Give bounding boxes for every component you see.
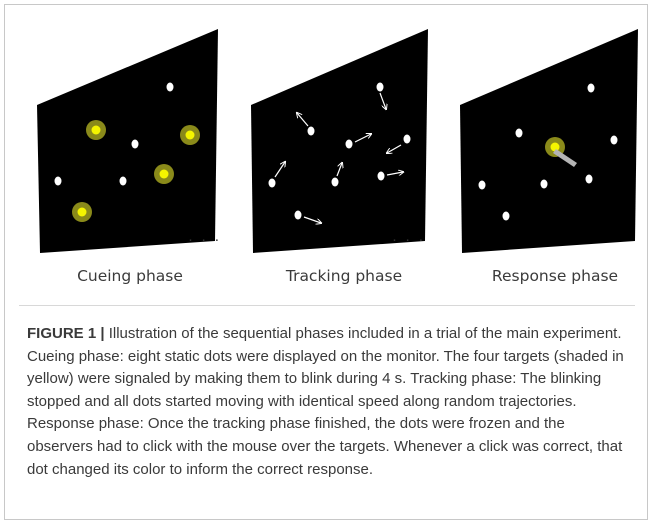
caption-text: Illustration of the sequential phases in… <box>27 325 624 478</box>
response-phase-screen <box>460 29 638 253</box>
frozen-dot <box>587 83 595 93</box>
mouse-cursor-icon <box>553 149 577 167</box>
tracking-ellipsis: · · · <box>392 231 426 248</box>
tracking-screen-surface <box>251 29 428 253</box>
moving-dot <box>345 139 353 149</box>
target-dot <box>77 207 87 217</box>
figure-label: FIGURE 1 | <box>27 325 105 342</box>
caption-divider <box>19 305 635 306</box>
motion-arrow <box>297 113 309 127</box>
moving-dot <box>294 210 302 220</box>
motion-arrow <box>386 172 403 175</box>
motion-arrow <box>303 216 321 223</box>
motion-arrow <box>274 162 285 178</box>
moving-dot <box>376 82 384 92</box>
distractor-dot <box>166 82 174 92</box>
frozen-dot <box>515 128 523 138</box>
distractor-dot <box>54 176 62 186</box>
frozen-dot <box>585 174 593 184</box>
figure-caption: FIGURE 1 | Illustration of the sequentia… <box>27 323 633 481</box>
frozen-dot <box>478 180 486 190</box>
motion-arrow <box>387 144 402 153</box>
target-dot <box>91 125 101 135</box>
clicked-target-dot <box>550 142 560 152</box>
tracking-phase-label: Tracking phase <box>285 267 403 285</box>
response-phase-label: Response phase <box>491 267 619 285</box>
frozen-dot <box>610 135 618 145</box>
moving-dot <box>403 134 411 144</box>
frozen-dot <box>502 211 510 221</box>
tracking-phase-screen <box>251 29 428 253</box>
moving-dot <box>377 171 385 181</box>
moving-dot <box>268 178 276 188</box>
frozen-dot <box>540 179 548 189</box>
moving-dot <box>307 126 315 136</box>
motion-arrow <box>379 92 386 109</box>
distractor-dot <box>119 176 127 186</box>
target-dot <box>185 130 195 140</box>
cueing-phase-screen <box>37 29 218 253</box>
motion-arrow <box>354 134 371 143</box>
cueing-ellipsis: · · · <box>188 231 222 248</box>
motion-arrow <box>336 163 342 177</box>
moving-dot <box>331 177 339 187</box>
figure-frame: · · · Cueing phase <box>4 4 648 520</box>
distractor-dot <box>131 139 139 149</box>
figure-panels: · · · Cueing phase <box>5 5 649 305</box>
cueing-phase-label: Cueing phase <box>77 267 183 285</box>
target-dot <box>159 169 169 179</box>
